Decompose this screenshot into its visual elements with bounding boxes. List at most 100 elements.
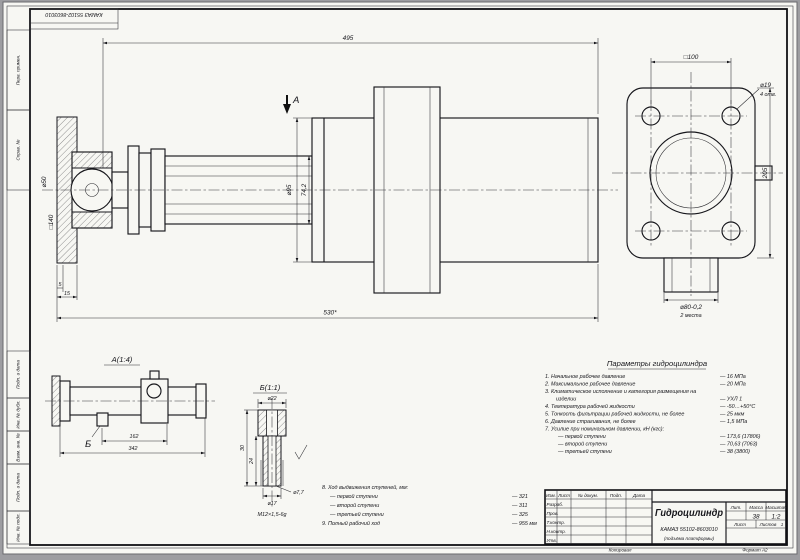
note-value: — 955 мм xyxy=(511,521,537,527)
detail-a-title: А(1:4) xyxy=(111,355,133,364)
param-label: — второй ступени xyxy=(557,441,607,448)
param-value: — -50…+50°С xyxy=(719,404,755,410)
margin-label: Подп. и дата xyxy=(16,360,21,389)
tb-sheets-value: 1 xyxy=(781,522,784,527)
dim-b-mid-dia: ⌀17 xyxy=(267,501,277,507)
param-value: — 38 (3800) xyxy=(719,449,750,455)
tb-subtitle: (подъёма платформы) xyxy=(664,536,715,541)
tb-header: № докум. xyxy=(578,493,598,498)
param-label: 2. Максимальное рабочее давление xyxy=(544,382,635,388)
param-label: изделии xyxy=(556,397,576,403)
dim-body-dia: ⌀95 xyxy=(286,184,293,195)
sheet-outer-border xyxy=(6,5,794,549)
parameters-title: Параметры гидроцилиндра xyxy=(607,359,707,368)
drawing-frame xyxy=(29,8,788,546)
detail-b-view: Б(1:1) ⌀22 30 24 ⌀17 ⌀7,7 М12×1,5-6g xyxy=(240,383,308,518)
section-arrow-a: А xyxy=(283,95,299,114)
param-label: 6. Давление страгивания, не более xyxy=(545,419,636,425)
param-label: — первой ступени xyxy=(557,433,606,440)
margin-label: Подп. и дата xyxy=(16,473,21,502)
margin-label: Инв. № дубл. xyxy=(16,400,21,428)
tb-header: Подп. xyxy=(610,493,622,498)
dim-bolt-square: □100 xyxy=(684,54,699,61)
param-label: 7. Усилие при номинальном давлении, кН (… xyxy=(545,427,665,433)
param-value: — 70,63 (7063) xyxy=(719,442,758,448)
dim-boss-note: 2 места xyxy=(679,313,701,319)
dim-b-depth: 24 xyxy=(249,458,255,465)
dim-bracket-square: □140 xyxy=(48,214,55,229)
dim-hole-count: 4 отв. xyxy=(760,92,776,98)
corner-reference-text: КАМАЗ 55102-8603010 xyxy=(45,11,102,17)
tb-header: Изм. xyxy=(546,493,556,498)
note-value: — 321 xyxy=(511,494,528,500)
dim-length-bottom: 530* xyxy=(323,310,337,317)
param-label: 3. Климатическое исполнение и категория … xyxy=(545,389,696,395)
param-value: — 20 МПа xyxy=(719,382,746,388)
note-label: — третьей ступени xyxy=(329,511,384,518)
format-label: Формат А2 xyxy=(742,548,768,553)
dim-plate-off: 15 xyxy=(64,291,71,297)
tb-header: Лист xyxy=(557,493,570,498)
note-value: — 325 xyxy=(511,512,529,518)
dim-ball-dia: ⌀50 xyxy=(41,176,48,187)
dim-rod-dia: 74,2 xyxy=(301,183,308,196)
margin-label: Взам. инв. № xyxy=(16,433,21,461)
detail-b-callout: Б xyxy=(85,439,91,450)
note-label: 9. Полный рабочий ход xyxy=(322,520,380,527)
tb-row-label: Разраб. xyxy=(547,502,564,507)
parameters-block: Параметры гидроцилиндра 1. Начальное раб… xyxy=(544,359,761,455)
dim-length-top: 495 xyxy=(343,35,354,42)
param-value: — 25 мкм xyxy=(719,412,745,418)
tb-lit-label: Лит. xyxy=(730,505,742,510)
tb-part-name: Гидроцилиндр xyxy=(655,508,723,519)
fitting-b xyxy=(96,412,109,427)
detail-b-title: Б(1:1) xyxy=(260,383,281,392)
param-value: — 16 МПа xyxy=(719,374,746,380)
dim-boss-dia: ⌀80-0,2 xyxy=(680,304,702,311)
dim-b-height: 30 xyxy=(240,445,246,451)
left-margin-column: Перв. примен. Справ. № Подп. и дата Инв.… xyxy=(6,29,31,545)
dim-a-len2: 342 xyxy=(129,446,138,452)
param-label: 1. Начальное рабочее давление xyxy=(545,374,625,380)
tb-scale-label: Масштаб xyxy=(765,505,787,510)
detail-a-view: А(1:4) Б 162 342 xyxy=(45,355,215,457)
dim-b-top-dia: ⌀22 xyxy=(267,396,276,402)
dim-a-len1: 162 xyxy=(130,434,139,440)
tb-scale-value: 1:2 xyxy=(772,514,781,521)
note-label: 8. Ход выдвижения ступеней, мм: xyxy=(322,484,409,491)
param-label: — третьей ступени xyxy=(557,448,612,455)
margin-label: Перв. примен. xyxy=(16,55,21,86)
title-block: Изм. Лист № докум. Подп. Дата Разраб. Пр… xyxy=(544,489,787,545)
tb-sheet-label: Лист xyxy=(733,522,746,527)
section-label: А xyxy=(292,95,299,106)
tb-designation: КАМАЗ 55102-8603010 xyxy=(660,527,717,533)
margin-label: Инв. № подл. xyxy=(16,513,21,542)
dim-plate-t: 5 xyxy=(59,282,63,288)
flange-view: □100 ⌀19 4 отв. 205 ⌀80-0,2 2 места xyxy=(612,54,783,319)
note-label: — второй ступени xyxy=(329,502,379,509)
notes-block: 8. Ход выдвижения ступеней, мм: — первой… xyxy=(322,484,537,527)
margin-label: Справ. № xyxy=(16,140,21,161)
main-view: А 495 530* ⌀95 74,2 ⌀50 □140 5 15 xyxy=(41,35,618,322)
corner-reference-table: КАМАЗ 55102-8603010 xyxy=(29,8,119,30)
param-value: — 173,6 (17806) xyxy=(719,434,761,440)
note-value: — 311 xyxy=(511,503,527,509)
tb-row-label: Утв. xyxy=(547,538,557,543)
dim-b-thread: М12×1,5-6g xyxy=(258,512,287,518)
tb-sheets-label: Листов xyxy=(759,522,777,527)
dim-b-bore-dia: ⌀7,7 xyxy=(293,490,305,496)
param-label: 5. Тонкость фильтрации рабочей жидкости,… xyxy=(545,411,684,418)
dim-hole-dia: ⌀19 xyxy=(760,82,771,89)
tb-row-label: Н.контр. xyxy=(547,529,566,534)
param-value: — 1,5 МПа xyxy=(719,419,747,425)
copied-label: Копировал xyxy=(609,548,632,553)
dim-flange-height: 205 xyxy=(762,167,769,179)
tb-mass-label: Масса xyxy=(749,505,763,510)
note-label: — первой ступени xyxy=(329,493,378,500)
param-value: — УХЛ 1 xyxy=(719,397,742,403)
tb-row-label: Т.контр. xyxy=(547,520,566,525)
tb-mass-value: 38 xyxy=(752,514,760,521)
roughness-icon xyxy=(294,444,308,460)
tb-row-label: Пров. xyxy=(547,511,559,516)
